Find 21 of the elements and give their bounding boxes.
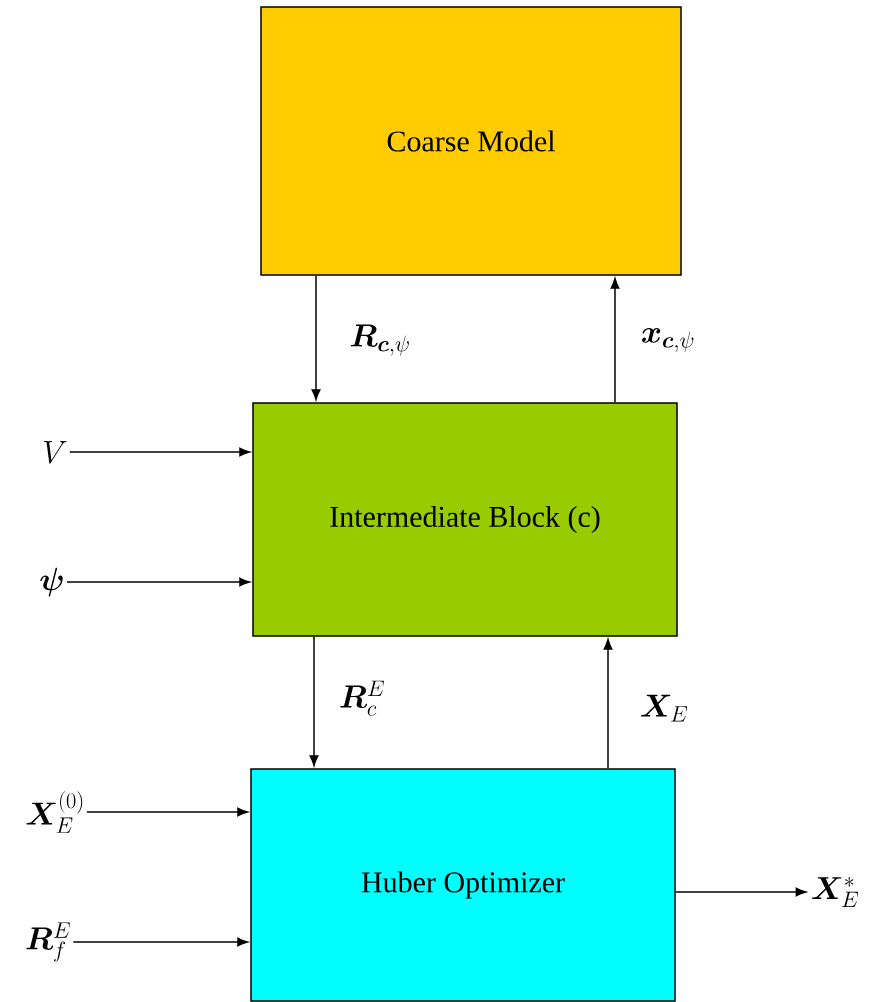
arrow	[86, 807, 248, 817]
signal-label: $V$	[44, 441, 67, 464]
signal-label: $\bm{\psi}$	[40, 567, 63, 597]
arrow	[72, 937, 248, 947]
arrow	[603, 639, 613, 769]
process-box: Coarse Model	[260, 6, 682, 276]
signal-label: $\bm{X}_{E}^{(0)}$	[26, 791, 83, 833]
arrow	[309, 636, 319, 766]
signal-label: $\bm{X}_{E}^{*}$	[812, 877, 858, 907]
edge-label: $\bm{R}_{\bm{c},\psi}$	[348, 323, 412, 357]
arrow	[610, 278, 620, 403]
process-box: Huber Optimizer	[250, 768, 676, 1002]
arrow	[66, 577, 250, 587]
edge-label: $\bm{x}_{\bm{c},\psi}$	[639, 327, 697, 353]
edge-label: $\bm{X}_{E}$	[638, 693, 690, 723]
arrow	[311, 275, 321, 400]
process-box: Intermediate Block (c)	[252, 402, 678, 637]
signal-label: $\bm{R}_{f}^{E}$	[26, 922, 70, 962]
arrow	[69, 447, 250, 457]
edge-label: $\bm{R}_{c}^{E}$	[337, 679, 387, 717]
arrow	[675, 887, 807, 897]
